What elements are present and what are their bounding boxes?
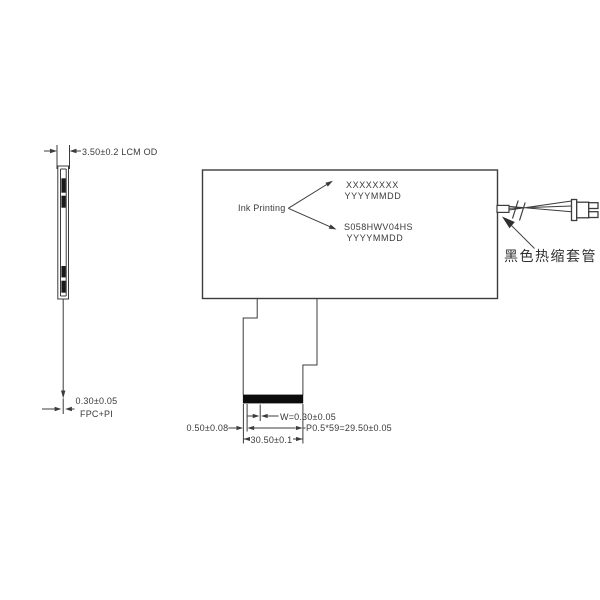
side-view-outline (42, 145, 81, 414)
wire-break-symbol (511, 200, 526, 221)
fpc-thickness-dimension-label: FPC+PI (80, 409, 113, 419)
fpc-finger-width-dimension: W=0.30±0.05 (280, 411, 336, 422)
marking-model-line1: S058HWV04HS (344, 221, 413, 232)
ink-printing-leader-arrows (288, 180, 337, 230)
ink-printing-label: Ink Printing (238, 202, 286, 213)
lcm-od-dimension-label: 3.50±0.2 LCM OD (82, 146, 158, 157)
fpc-pitch-dimension: P0.5*59=29.50±0.05 (306, 423, 392, 434)
fpc-total-width-dimension: 30.50±0.1 (249, 434, 294, 445)
cable-assembly (496, 198, 599, 249)
fpc-thickness-dimension-value: 0.30±0.05 (75, 396, 118, 406)
heat-shrink-sleeve-label: 黑色热缩套管 (504, 248, 597, 264)
marking-generic-line1: XXXXXXXX (346, 179, 399, 190)
connector-2pin (570, 198, 599, 222)
side-view-layer-blocks (61, 178, 66, 293)
fpc-edge-margin-dimension: 0.50±0.08 (186, 423, 229, 434)
wires (508, 200, 572, 213)
fpc-tail-outline (228, 298, 318, 444)
marking-generic-line2: YYYYMMDD (344, 190, 402, 201)
marking-model-line2: YYYYMMDD (346, 232, 404, 243)
fpc-contact-bar (242, 394, 304, 404)
back-view-outline (201, 169, 499, 300)
heat-shrink-sleeve (496, 204, 510, 213)
